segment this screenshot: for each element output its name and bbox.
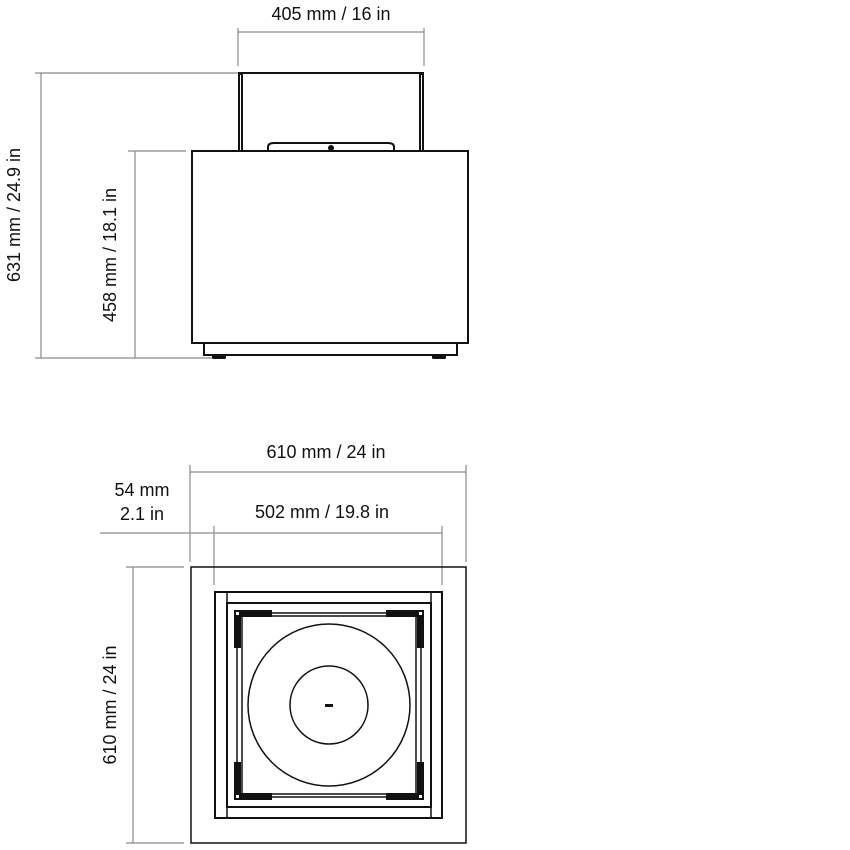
border-offset-label-mm: 54 mm bbox=[114, 480, 169, 500]
glass-frame-inner bbox=[241, 615, 417, 795]
total-height-label: 631 mm / 24.9 in bbox=[4, 148, 24, 282]
burner-tray-outer bbox=[214, 591, 443, 819]
tabletop-outer-edge bbox=[190, 566, 467, 844]
outer-width-label: 610 mm / 24 in bbox=[266, 442, 385, 462]
burner-tray-inner bbox=[226, 602, 432, 808]
corner-clip-bottom-left bbox=[234, 762, 272, 800]
glass-panel bbox=[238, 72, 424, 152]
fire-table-body bbox=[191, 150, 469, 344]
top-view: 610 mm / 24 in 54 mm 2.1 in 502 mm / 19.… bbox=[100, 442, 467, 844]
glass-frame bbox=[236, 612, 422, 798]
burner-outer-ring bbox=[247, 623, 411, 787]
border-offset-label-in: 2.1 in bbox=[120, 504, 164, 524]
base-plinth bbox=[203, 343, 458, 356]
burner-knob bbox=[328, 145, 334, 151]
depth-label: 610 mm / 24 in bbox=[100, 645, 120, 764]
burner-inner-ring bbox=[289, 665, 369, 745]
glass-width-label: 405 mm / 16 in bbox=[271, 4, 390, 24]
burner-lid bbox=[267, 142, 395, 151]
burner-center-mark bbox=[325, 704, 333, 707]
corner-clip-bottom-right bbox=[386, 762, 424, 800]
foot-right bbox=[432, 355, 446, 359]
inner-width-label: 502 mm / 19.8 in bbox=[255, 502, 389, 522]
body-height-label: 458 mm / 18.1 in bbox=[100, 188, 120, 322]
corner-clip-top-right bbox=[386, 610, 424, 648]
corner-clip-top-left bbox=[234, 610, 272, 648]
foot-left bbox=[212, 355, 226, 359]
side-view: 405 mm / 16 in 631 mm / 24.9 in 458 m bbox=[4, 4, 469, 359]
